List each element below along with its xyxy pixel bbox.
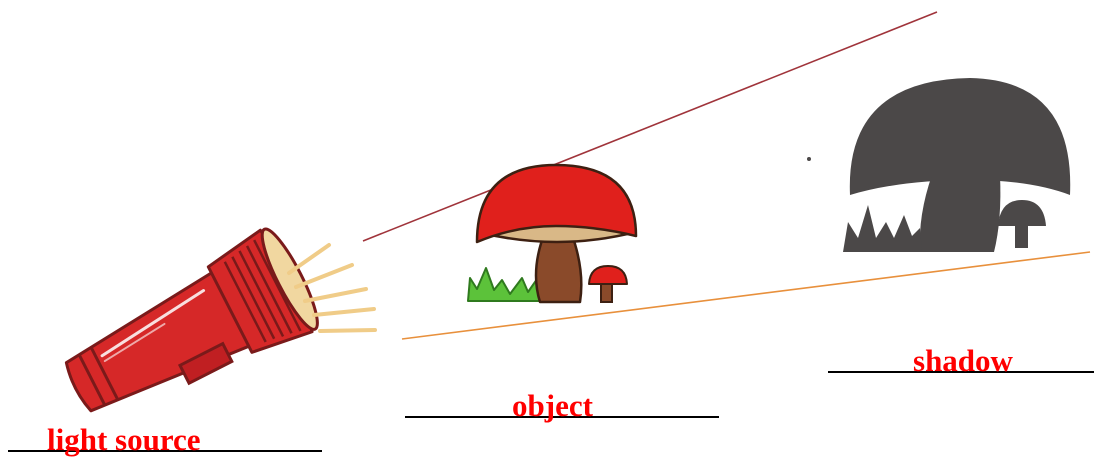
flashlight-icon [50,223,327,439]
object-label: object [512,390,593,421]
light-source-label: light source [47,424,201,455]
shadow-label: shadow [913,345,1013,376]
mushroom-shadow-icon [807,78,1070,252]
upper-light-ray [363,12,937,241]
mushroom-icon [468,165,636,302]
